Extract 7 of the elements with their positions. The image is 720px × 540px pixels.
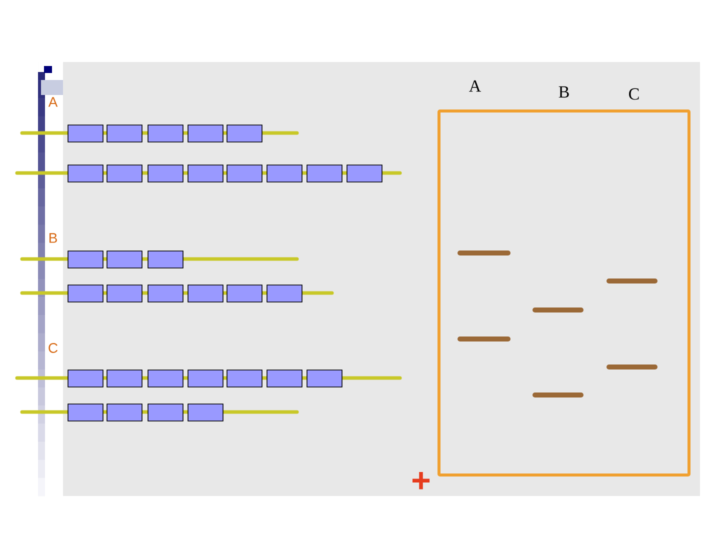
row-label: B xyxy=(49,233,57,243)
row-label: C xyxy=(48,343,58,353)
lane-label: B xyxy=(558,86,569,98)
lane-label: A xyxy=(469,80,482,92)
electrode-sign: + xyxy=(412,472,430,490)
lane-label: C xyxy=(629,88,639,100)
row-label: A xyxy=(48,97,58,107)
